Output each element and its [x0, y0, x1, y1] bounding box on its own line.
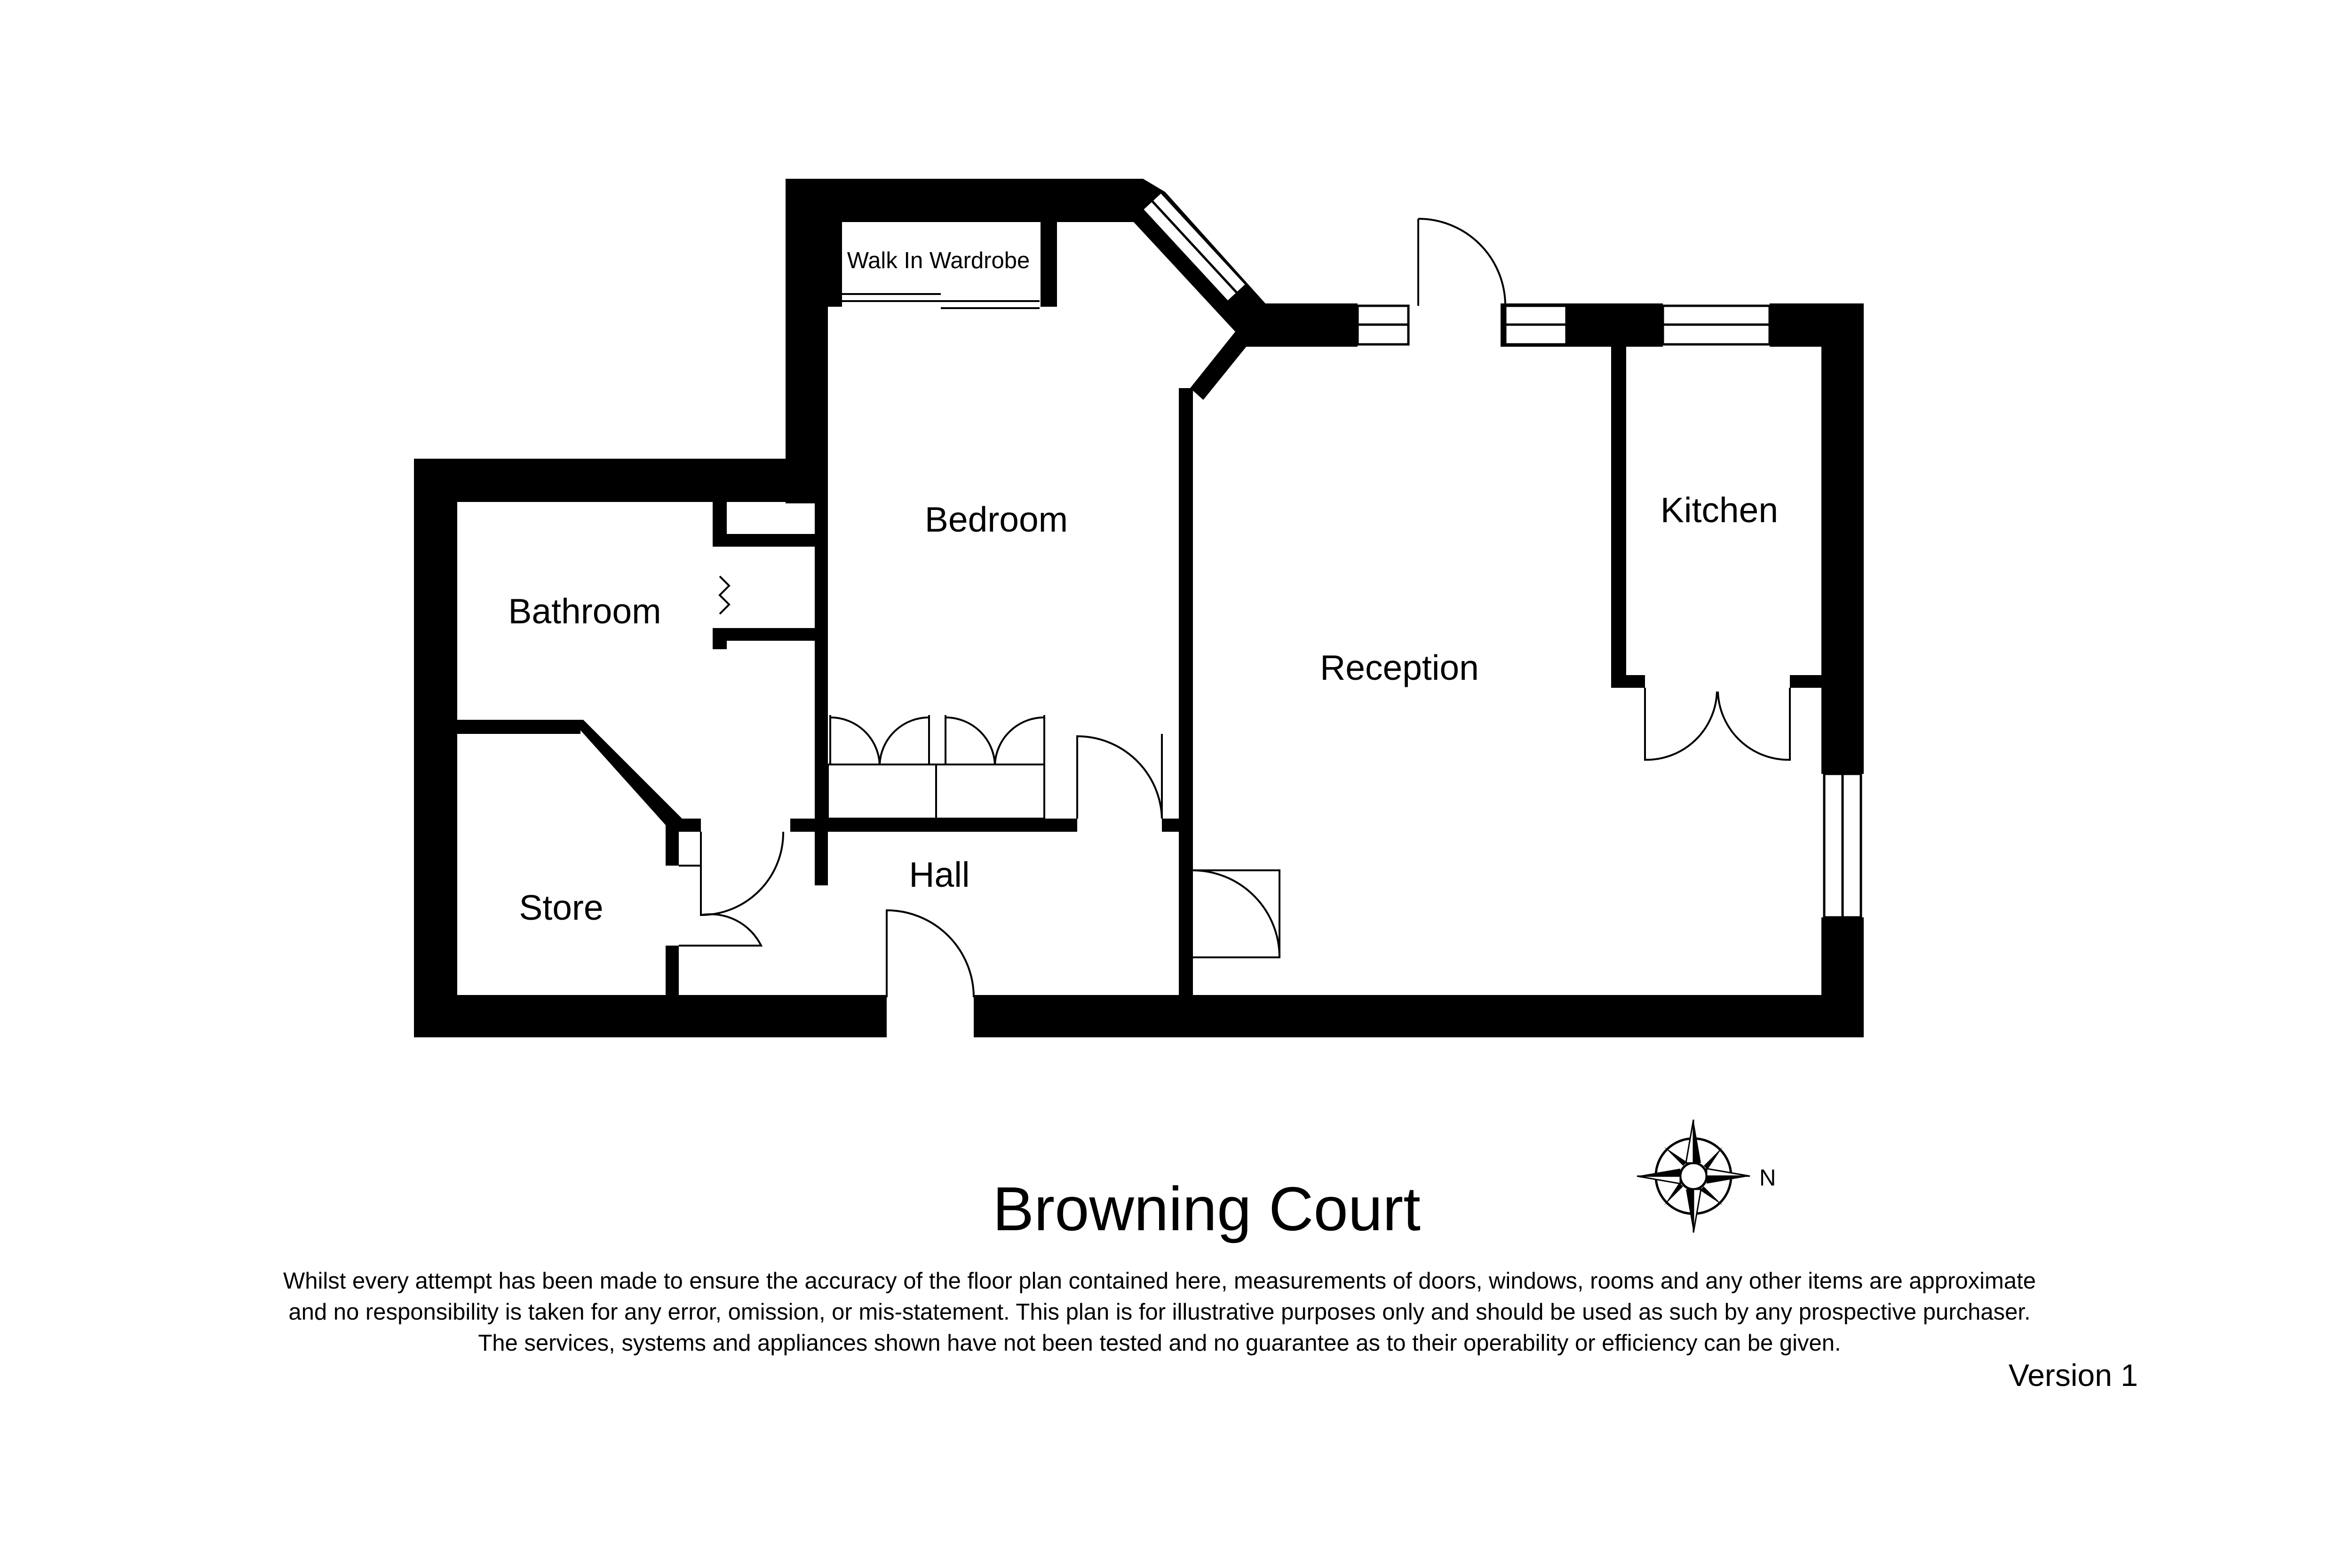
room-label-kitchen: Kitchen [1661, 490, 1778, 530]
disclaimer-line: Whilst every attempt has been made to en… [283, 1268, 2036, 1294]
version-label: Version 1 [2008, 1358, 2138, 1393]
room-label-store: Store [519, 888, 603, 927]
room-label-walk-in-wardrobe: Walk In Wardrobe [847, 248, 1030, 273]
doors [679, 218, 1791, 998]
plan-title: Browning Court [993, 1174, 1421, 1243]
compass-rose-icon [1637, 1119, 1750, 1233]
room-label-bedroom: Bedroom [925, 500, 1068, 539]
room-label-reception: Reception [1320, 648, 1479, 687]
compass-north-label: N [1759, 1165, 1776, 1191]
disclaimer-line: and no responsibility is taken for any e… [288, 1299, 2031, 1325]
windows [1140, 190, 1862, 919]
room-label-hall: Hall [909, 855, 969, 894]
room-label-bathroom: Bathroom [508, 591, 661, 631]
disclaimer: Whilst every attempt has been made to en… [141, 1266, 2178, 1359]
disclaimer-line: The services, systems and appliances sho… [478, 1330, 1841, 1356]
